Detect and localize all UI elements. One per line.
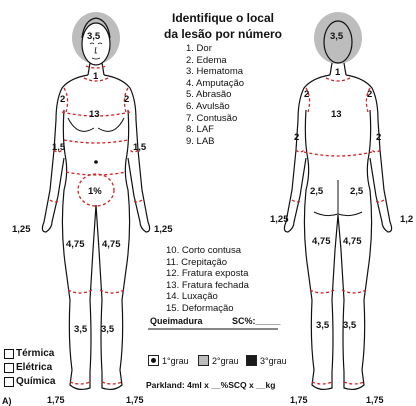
front-leg-left-value: 3,5	[74, 325, 87, 335]
back-arm-right-value: 2	[376, 133, 381, 143]
checkbox-eletrica-label: Elétrica	[16, 362, 52, 373]
back-thigh-left-value: 4,75	[312, 237, 331, 247]
degree-3-swatch-icon	[246, 355, 257, 366]
lesion-type-item: 2. Edema	[186, 55, 244, 67]
back-hand-left-value: 1,25	[270, 215, 289, 225]
back-upper-back-value: 13	[331, 110, 342, 120]
front-thigh-left-value: 4,75	[66, 240, 85, 250]
burn-title: Queimadura	[150, 316, 203, 326]
checkbox-box-icon	[4, 377, 14, 387]
lesion-type-item: 1. Dor	[186, 43, 244, 55]
lesion-type-item: 4. Amputação	[186, 78, 244, 90]
lesion-type-item: 10. Corto contusa	[166, 245, 249, 257]
lesion-type-item: 11. Crepitação	[166, 257, 249, 269]
lesion-type-item: 9. LAB	[186, 136, 244, 148]
lesion-type-list-2: 10. Corto contusa 11. Crepitação 12. Fra…	[166, 245, 249, 315]
front-arm-left-value: 1,5	[52, 143, 65, 153]
lesion-type-item: 6. Avulsão	[186, 101, 244, 113]
checkbox-termica[interactable]: Térmica	[4, 348, 54, 359]
back-neck-value: 1	[335, 68, 340, 78]
back-shoulder-left-value: 2	[304, 90, 309, 100]
front-thigh-right-value: 4,75	[102, 240, 121, 250]
lesion-type-item: 3. Hematoma	[186, 66, 244, 78]
checkbox-box-icon	[4, 349, 14, 359]
checkbox-quimica-label: Química	[16, 376, 55, 387]
legend-degree-1[interactable]: 1°grau	[148, 355, 189, 366]
checkbox-eletrica[interactable]: Elétrica	[4, 362, 52, 373]
front-arm-right-value: 1,5	[133, 143, 146, 153]
back-buttock-left-value: 2,5	[310, 187, 323, 197]
front-head-value: 3,5	[87, 32, 100, 42]
lesion-type-item: 15. Deformação	[166, 303, 249, 315]
instructions-title: Identifique o local da lesão por número	[148, 10, 298, 42]
burn-sc-field[interactable]: SC%:_____	[232, 316, 281, 326]
title-line-1: Identifique o local	[148, 10, 298, 26]
legend-degree-2[interactable]: 2°grau	[198, 355, 239, 366]
checkbox-termica-label: Térmica	[16, 348, 54, 359]
degree-2-swatch-icon	[198, 355, 209, 366]
back-buttock-right-value: 2,5	[350, 187, 363, 197]
burn-divider	[148, 328, 278, 330]
back-foot-right-value: 1,75	[366, 396, 384, 405]
front-hand-right-value: 1,25	[154, 225, 173, 235]
back-thigh-right-value: 4,75	[343, 237, 362, 247]
front-foot-left-value: 1,75	[47, 396, 65, 405]
degree-1-swatch-icon	[148, 355, 159, 366]
back-head-value: 3,5	[330, 32, 343, 42]
back-hand-right-value: 1,2	[400, 215, 413, 225]
title-line-2: da lesão por número	[148, 26, 298, 42]
front-genital-value: 1%	[88, 187, 102, 197]
front-leg-right-value: 3,5	[101, 325, 114, 335]
front-foot-right-value: 1,75	[126, 396, 144, 405]
checkbox-box-icon	[4, 363, 14, 373]
front-shoulder-right-value: 2	[124, 95, 129, 105]
checkbox-quimica[interactable]: Química	[4, 376, 55, 387]
back-shoulder-right-value: 2	[367, 90, 372, 100]
lesion-type-list: 1. Dor 2. Edema 3. Hematoma 4. Amputação…	[186, 43, 244, 147]
back-head[interactable]	[324, 21, 352, 63]
front-hand-left-value: 1,25	[12, 225, 31, 235]
back-foot-left-value: 1,75	[290, 396, 308, 405]
back-leg-left-value: 3,5	[316, 321, 329, 331]
lesion-type-item: 7. Contusão	[186, 113, 244, 125]
back-leg-right-value: 3,5	[343, 321, 356, 331]
front-body-figure	[42, 12, 149, 389]
legend-degree-3[interactable]: 3°grau	[246, 355, 287, 366]
lesion-type-item: 5. Abrasão	[186, 89, 244, 101]
lesion-type-item: 14. Luxação	[166, 291, 249, 303]
front-chest-value: 13	[89, 110, 100, 120]
lesion-type-item: 8. LAF	[186, 124, 244, 136]
lesion-type-item: 12. Fratura exposta	[166, 268, 249, 280]
parkland-formula[interactable]: Parkland: 4ml x __%SCQ x __kg	[146, 380, 275, 390]
degree-3-label: 3°grau	[260, 356, 287, 366]
front-neck-value: 1	[93, 72, 98, 82]
degree-2-label: 2°grau	[212, 356, 239, 366]
back-arm-left-value: 2	[294, 133, 299, 143]
degree-1-label: 1°grau	[162, 356, 189, 366]
lesion-type-item: 13. Fratura fechada	[166, 280, 249, 292]
front-shoulder-left-value: 2	[60, 95, 65, 105]
